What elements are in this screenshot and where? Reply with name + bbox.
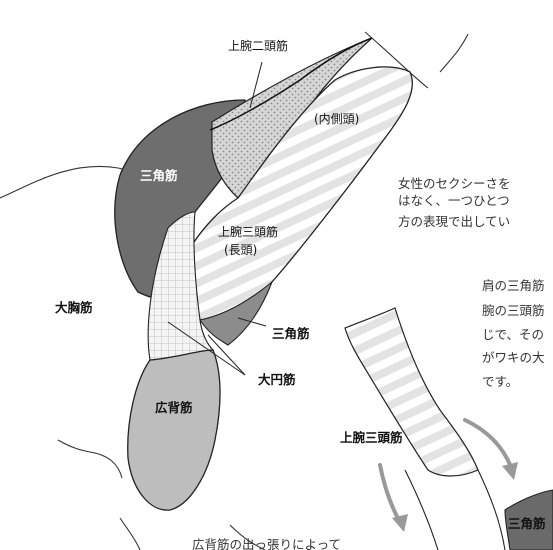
- inset-illustration: 上腕三頭筋 三角筋: [340, 307, 553, 550]
- label-deltoid-2: 三角筋: [272, 326, 310, 341]
- text-block-1-line-1: 女性のセクシーさを: [398, 176, 511, 191]
- text-block-2-line-4: がワキの大: [482, 350, 545, 365]
- inset-arrow-left-head: [392, 514, 408, 532]
- biceps-pointer: [249, 61, 263, 109]
- inset-arm-shape: [344, 307, 479, 477]
- text-block-2-line-1: 肩の三角筋: [482, 278, 545, 293]
- lower-deltoid-shape: [199, 280, 274, 346]
- text-block-2-line-2: 腕の三頭筋: [482, 303, 545, 318]
- deltoid2-pointer: [237, 317, 267, 327]
- text-block-1-line-2: はなく、一つひとつ: [398, 193, 510, 208]
- label-teres-major: 大円筋: [258, 372, 296, 387]
- caption-bottom: 広背筋の出っ張りによって: [192, 537, 341, 550]
- inset-arm-line: [404, 469, 439, 550]
- label-pectoralis: 大胸筋: [55, 300, 93, 315]
- label-triceps-long-1: 上腕三頭筋: [218, 224, 278, 239]
- text-block-1-line-3: 方の表現で出してい: [398, 214, 510, 229]
- teres-pointer-1: [167, 321, 246, 376]
- label-latissimus: 広背筋: [155, 400, 193, 415]
- label-deltoid: 三角筋: [140, 168, 178, 183]
- latissimus-shape: [127, 349, 221, 511]
- label-triceps-long-2: (長頭): [224, 243, 257, 257]
- text-block-2-line-3: じで、その: [482, 327, 544, 342]
- arm-contour: [209, 37, 373, 131]
- label-biceps: 上腕二頭筋: [228, 38, 288, 53]
- inset-deltoid-shape: [504, 489, 553, 550]
- label-medial-head: (内側頭): [314, 112, 359, 126]
- teres-grid-shape: [147, 211, 215, 361]
- teres-pointer-2: [207, 334, 246, 376]
- inset-arrow-left: [378, 463, 402, 524]
- label-inset-deltoid: 三角筋: [508, 516, 546, 531]
- back-line-2: [229, 524, 266, 550]
- shoulder-line: [439, 33, 469, 73]
- text-block-2-line-5: です。: [482, 374, 518, 389]
- back-line: [119, 517, 141, 550]
- label-inset-triceps: 上腕三頭筋: [340, 430, 403, 445]
- chest-line: [57, 439, 123, 479]
- neck-line: [364, 31, 429, 89]
- inset-arm-line-2: [477, 469, 506, 550]
- inset-arrow-right-head: [502, 462, 518, 480]
